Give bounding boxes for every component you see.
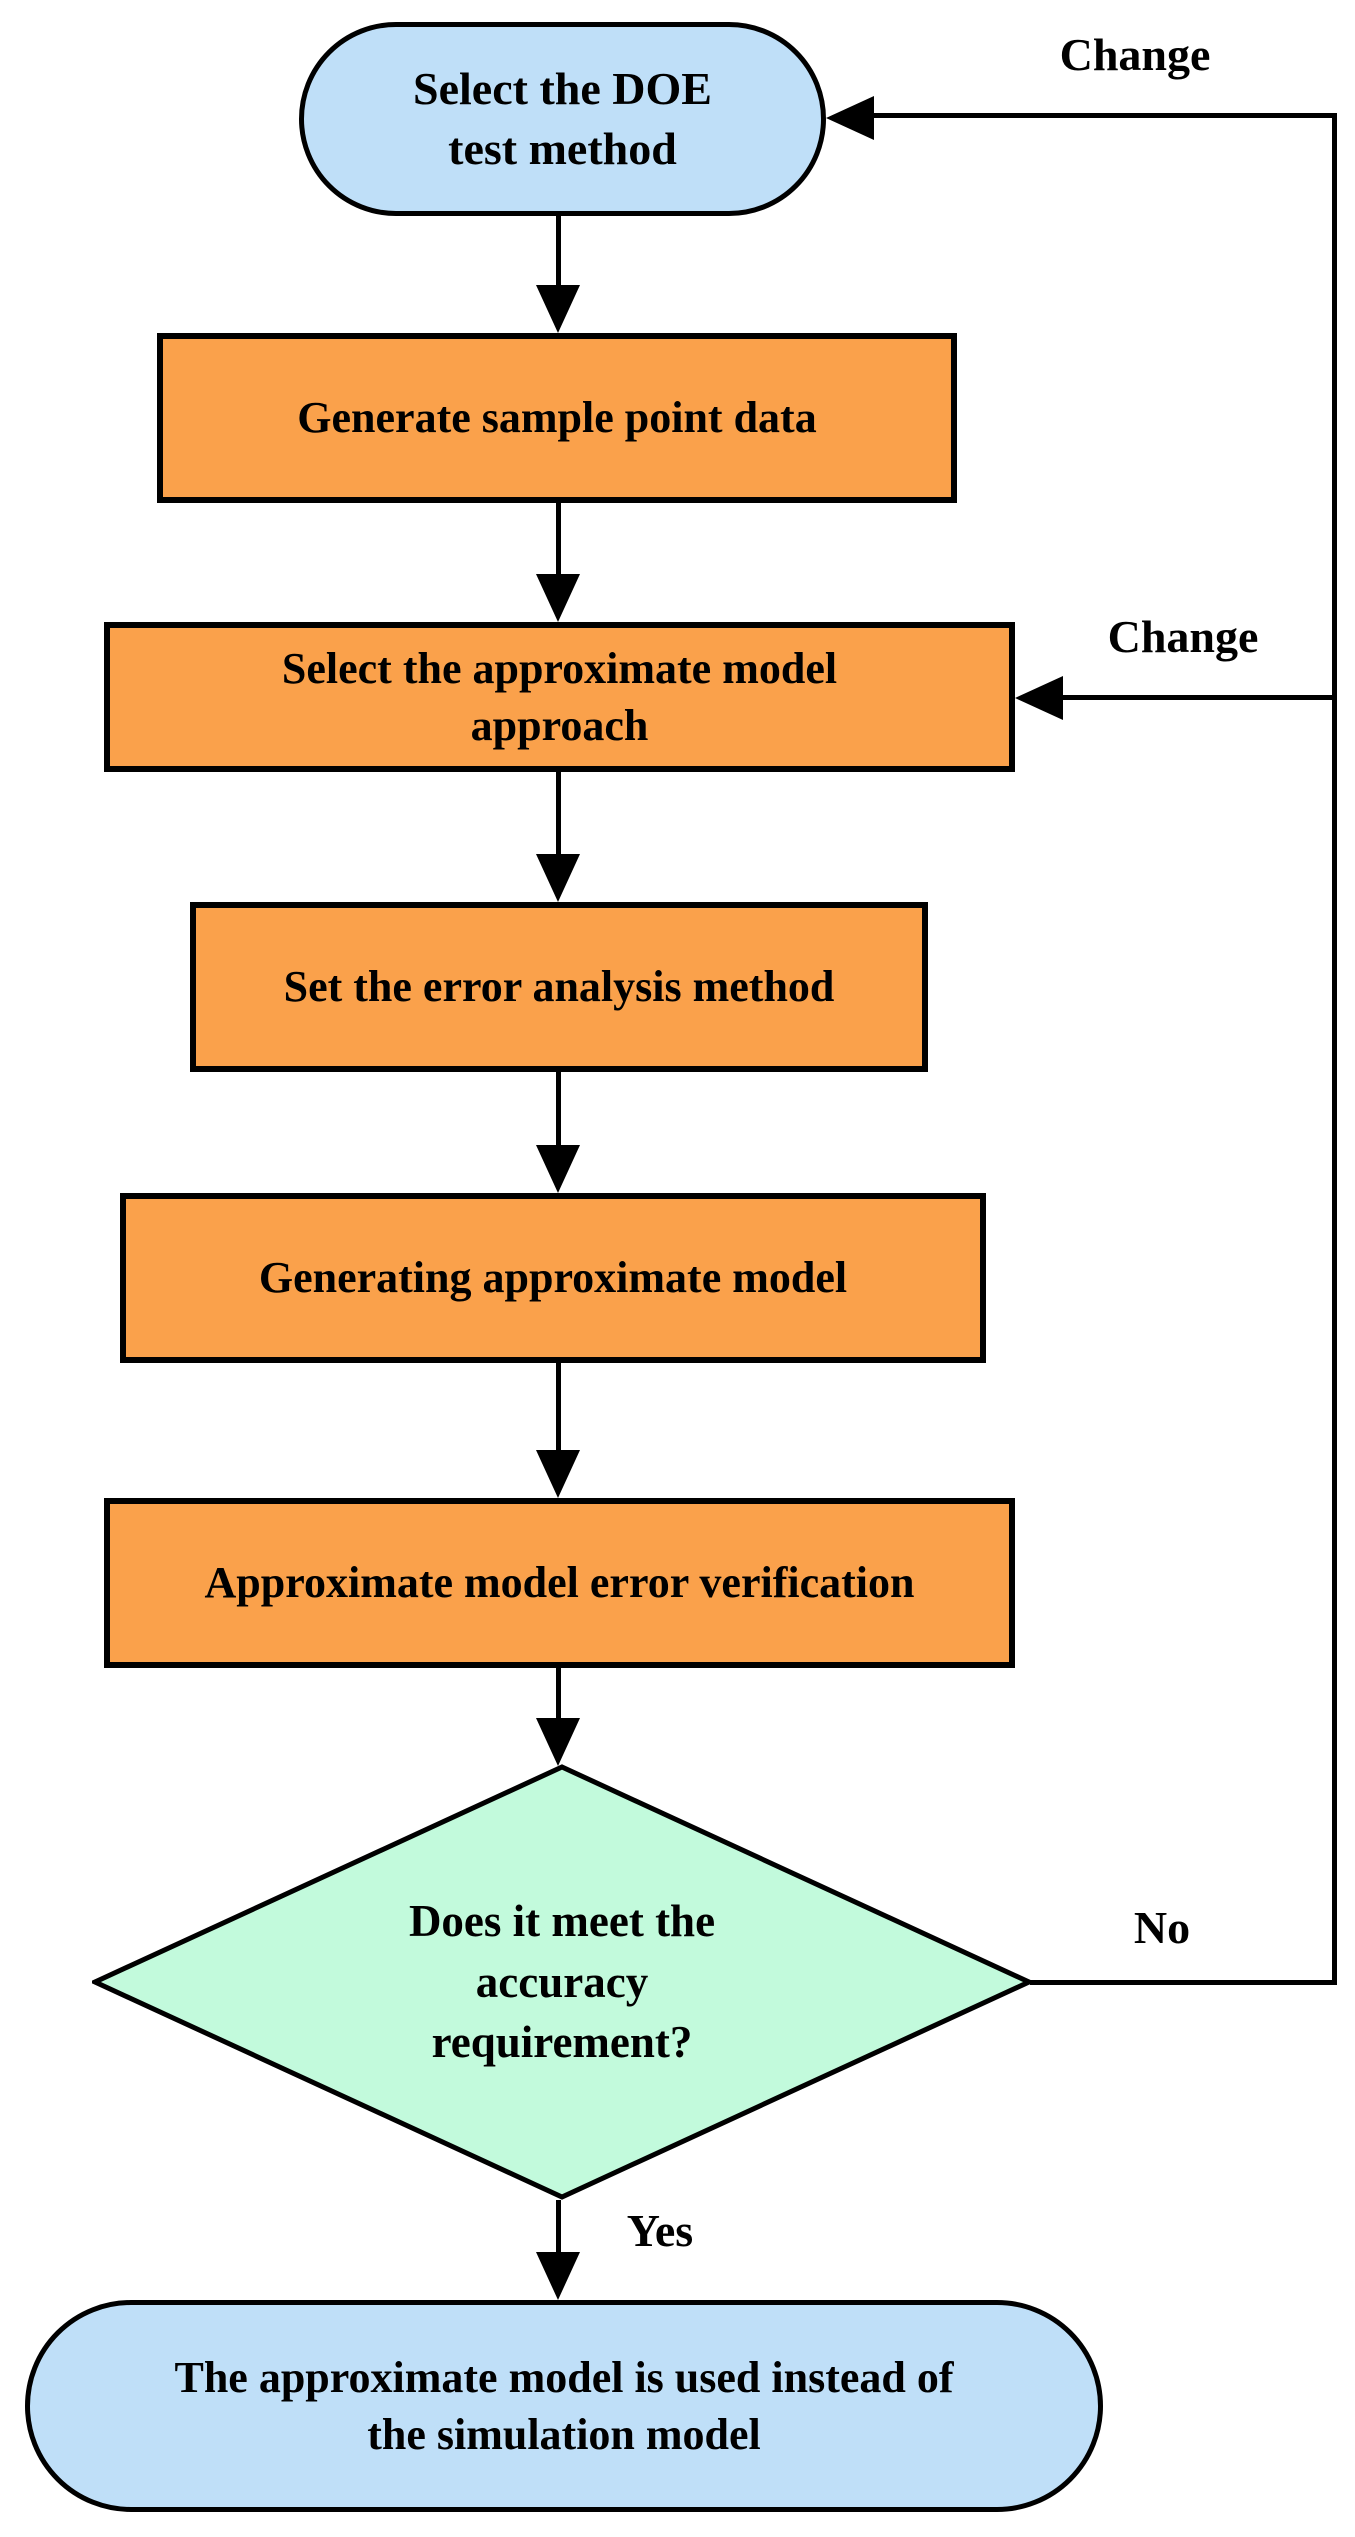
process-node-select-approach-label: Select the approximate model approach (281, 643, 838, 750)
edge-label-no: No (1133, 1902, 1191, 1953)
arrowhead-down-step2-icon (536, 574, 580, 622)
arrowhead-down-step4-icon (536, 1145, 580, 1193)
process-node-generate-sample-label: Generate sample point data (297, 393, 817, 443)
process-node-generating-model-label: Generating approximate model (258, 1253, 848, 1303)
process-node-error-analysis: Set the error analysis method (190, 902, 928, 1072)
connector-decision-end (556, 2200, 561, 2257)
arrowhead-left-into-step2-icon (1015, 676, 1063, 720)
feedback-line-vertical (1332, 113, 1337, 1985)
process-node-error-verification: Approximate model error verification (104, 1498, 1015, 1668)
edge-label-change-middle: Change (1107, 611, 1259, 662)
end-node: The approximate model is used instead of… (25, 2300, 1103, 2512)
connector-step2-step3 (556, 772, 561, 859)
decision-node-label-wrap: Does it meet the accuracy requirement? (92, 1764, 1032, 2200)
arrowhead-down-step5-icon (536, 1450, 580, 1498)
arrowhead-down-decision-icon (536, 1718, 580, 1766)
connector-step1-step2 (556, 503, 561, 579)
decision-node-label: Does it meet the accuracy requirement? (408, 1895, 716, 2068)
start-node-label: Select the DOE test method (413, 63, 712, 174)
connector-step3-step4 (556, 1072, 561, 1150)
process-node-generate-sample: Generate sample point data (157, 333, 957, 503)
feedback-line-top (870, 113, 1337, 118)
connector-step4-step5 (556, 1363, 561, 1455)
edge-label-change-top: Change (1059, 29, 1211, 80)
connector-start-step1 (556, 216, 561, 290)
decision-node-shape (92, 1764, 1032, 2200)
start-node: Select the DOE test method (299, 22, 826, 216)
arrowhead-left-into-start-icon (826, 96, 874, 140)
end-node-label: The approximate model is used instead of… (174, 2352, 954, 2459)
edge-label-yes: Yes (626, 2205, 694, 2256)
connector-step5-decision (556, 1668, 561, 1723)
process-node-select-approach: Select the approximate model approach (104, 622, 1015, 772)
process-node-error-analysis-label: Set the error analysis method (283, 962, 835, 1012)
feedback-line-middle (1059, 695, 1337, 700)
arrowhead-down-step1-icon (536, 285, 580, 333)
process-node-generating-model: Generating approximate model (120, 1193, 986, 1363)
arrowhead-down-step3-icon (536, 854, 580, 902)
process-node-error-verification-label: Approximate model error verification (204, 1558, 915, 1608)
arrowhead-down-end-icon (536, 2252, 580, 2300)
decision-node (92, 1764, 1032, 2200)
feedback-line-bottom (1030, 1980, 1337, 1985)
